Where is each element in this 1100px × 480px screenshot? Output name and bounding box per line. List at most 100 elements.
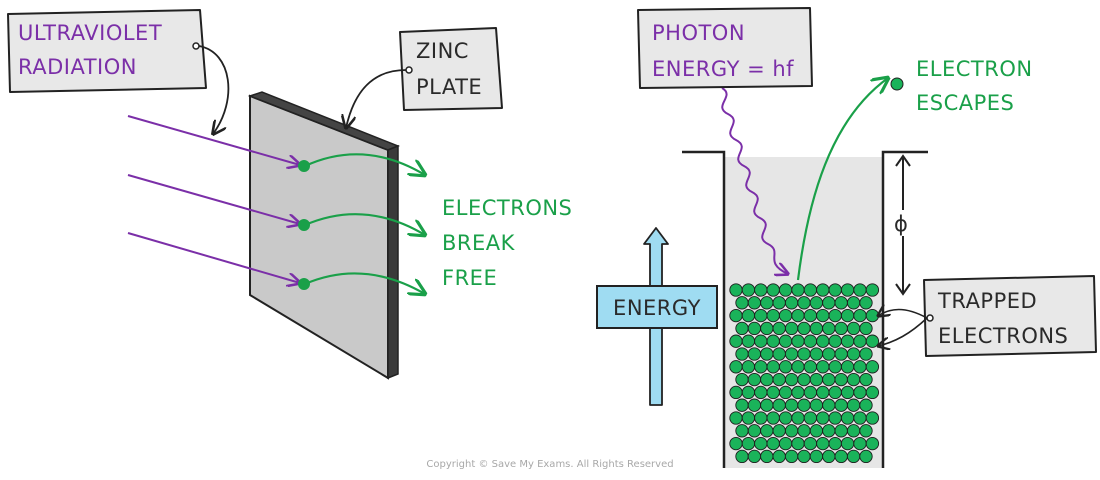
trapped-electron xyxy=(766,308,780,323)
trapped-electron xyxy=(784,296,799,310)
trapped-electron xyxy=(754,360,768,374)
trapped-electron xyxy=(803,308,818,323)
trapped-electron xyxy=(760,424,774,438)
trapped-electron xyxy=(840,411,855,425)
trapped-electron xyxy=(822,347,836,361)
trapped-electron xyxy=(828,360,842,374)
trapped-electron xyxy=(828,385,842,400)
zinc-label-box: ZINC PLATE xyxy=(346,27,503,128)
trapped-electron xyxy=(760,296,774,310)
trapped-electron xyxy=(797,347,811,361)
trapped-electron xyxy=(760,398,774,412)
break-label-line2: BREAK xyxy=(442,231,516,255)
trapped-electron xyxy=(853,283,867,297)
uv-rays xyxy=(127,115,300,283)
trapped-electron xyxy=(840,360,855,374)
trapped-electron xyxy=(784,321,799,336)
trapped-electron xyxy=(828,334,842,348)
photon-label-line1: PHOTON xyxy=(652,21,745,45)
trapped-electron xyxy=(834,296,848,310)
trapped-electron xyxy=(729,411,743,425)
trapped-electron xyxy=(754,308,768,323)
trapped-electron xyxy=(735,372,749,387)
trapped-electron xyxy=(778,411,793,425)
trapped-electron xyxy=(846,372,861,387)
trapped-electron xyxy=(754,385,768,400)
trapped-electron xyxy=(741,411,756,425)
trapped-electron xyxy=(822,424,836,438)
trapped-electron xyxy=(828,283,842,297)
trapped-label-line2: ELECTRONS xyxy=(938,324,1068,348)
escaping-electron-paths xyxy=(304,153,425,294)
trapped-electron xyxy=(754,334,768,348)
trapped-electron xyxy=(735,424,749,438)
electron-escapes-line2: ESCAPES xyxy=(916,91,1014,115)
trapped-electron xyxy=(729,308,743,323)
trapped-electron xyxy=(859,372,873,387)
trapped-electron xyxy=(747,296,762,310)
ultraviolet-label-line2: RADIATION xyxy=(18,55,137,79)
trapped-electron xyxy=(834,398,848,412)
trapped-electron xyxy=(766,436,780,451)
trapped-electron xyxy=(797,372,811,387)
trapped-electron xyxy=(803,385,818,400)
trapped-electron xyxy=(741,385,756,400)
trapped-electron xyxy=(840,308,855,323)
trapped-electron xyxy=(778,308,793,323)
trapped-electron xyxy=(816,385,830,400)
trapped-electron xyxy=(853,411,867,425)
trapped-electron xyxy=(754,436,768,451)
trapped-electron xyxy=(747,372,762,387)
trapped-electron xyxy=(797,321,811,336)
trapped-electron xyxy=(840,436,855,451)
trapped-electron xyxy=(865,283,880,297)
trapped-electron xyxy=(778,360,793,374)
trapped-electron xyxy=(772,321,786,336)
trapped-electron xyxy=(834,321,848,336)
trapped-electron xyxy=(791,334,805,348)
trapped-electron xyxy=(760,347,774,361)
trapped-electron xyxy=(747,321,762,336)
trapped-electron xyxy=(803,334,818,348)
trapped-electron xyxy=(834,347,848,361)
trapped-electron xyxy=(859,449,873,464)
trapped-electron xyxy=(853,385,867,400)
trapped-electron xyxy=(791,283,805,297)
trapped-electron xyxy=(859,398,873,412)
trapped-electron xyxy=(778,436,793,451)
trapped-electron xyxy=(846,424,861,438)
trapped-electron xyxy=(853,360,867,374)
trapped-electron xyxy=(853,436,867,451)
trapped-electron xyxy=(816,334,830,348)
trapped-electron xyxy=(797,424,811,438)
trapped-electron xyxy=(754,283,768,297)
trapped-electron xyxy=(809,321,824,336)
trapped-electron xyxy=(772,296,786,310)
break-label-line3: FREE xyxy=(442,266,497,290)
trapped-electron xyxy=(803,436,818,451)
trapped-electron xyxy=(791,308,805,323)
plate-electrons xyxy=(298,160,310,290)
escaped-electron xyxy=(890,77,904,91)
ultraviolet-label-line1: ULTRAVIOLET xyxy=(18,21,162,45)
trapped-electron xyxy=(772,347,786,361)
trapped-electron xyxy=(816,411,830,425)
trapped-electron xyxy=(846,398,861,412)
trapped-electron xyxy=(729,360,743,374)
trapped-electron xyxy=(834,424,848,438)
trapped-electron xyxy=(865,360,880,374)
trapped-electron xyxy=(766,334,780,348)
trapped-electron xyxy=(840,385,855,400)
trapped-electron xyxy=(859,424,873,438)
trapped-electron xyxy=(822,296,836,310)
trapped-electron xyxy=(846,347,861,361)
energy-label: ENERGY xyxy=(613,296,701,320)
photon-wave xyxy=(721,87,788,274)
zinc-plate xyxy=(247,91,401,380)
copyright-notice: Copyright © Save My Exams. All Rights Re… xyxy=(426,459,674,470)
trapped-electron xyxy=(735,321,749,336)
trapped-electron xyxy=(809,398,824,412)
trapped-electron xyxy=(797,398,811,412)
trapped-electron xyxy=(766,411,780,425)
